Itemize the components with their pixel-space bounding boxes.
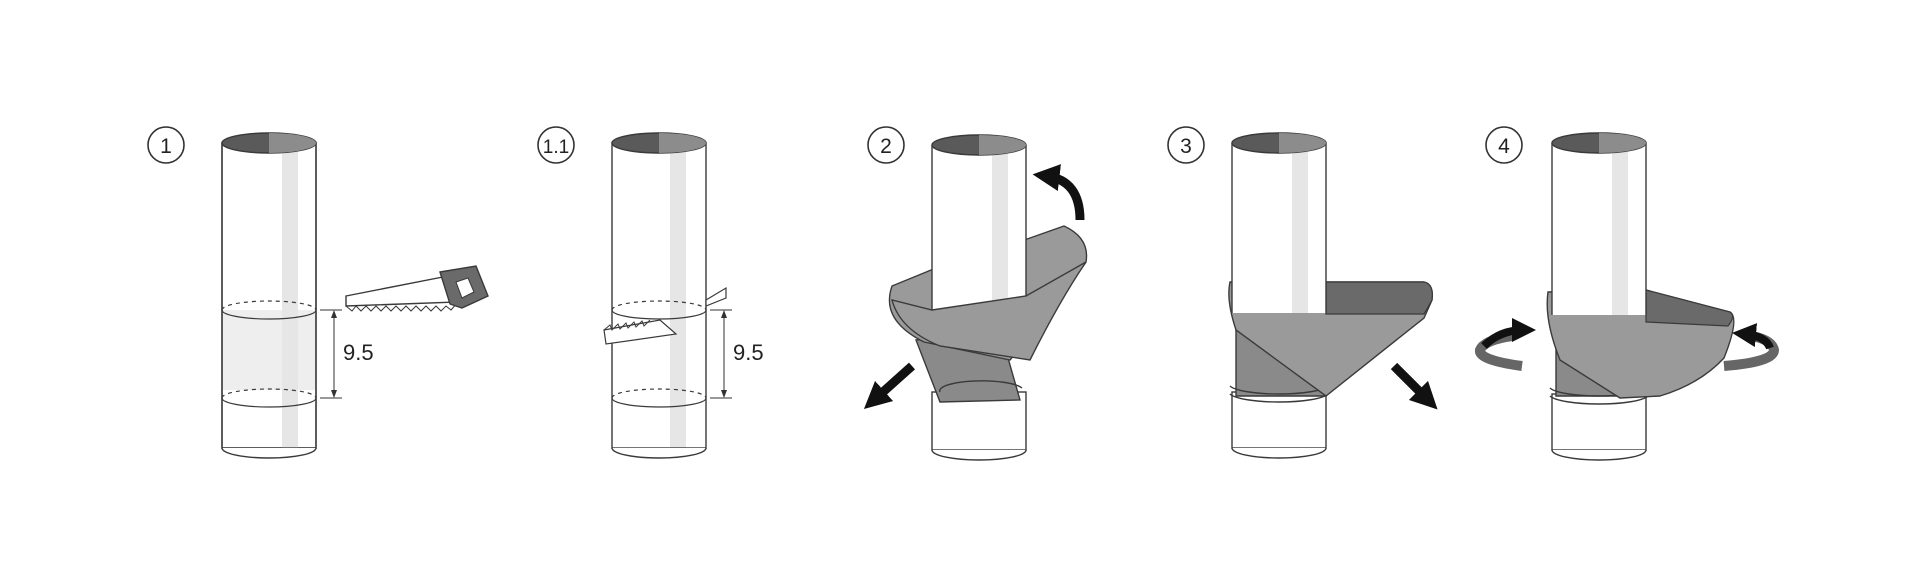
upper-pipe-3	[1231, 132, 1327, 313]
step-1: 1 9.5	[147, 126, 489, 459]
funnel-4	[1546, 289, 1735, 405]
saw-blade-icon	[603, 286, 727, 345]
step-1-1-label: 1.1	[543, 137, 569, 158]
pipe-1-1	[611, 132, 707, 459]
step-1-badge	[147, 126, 185, 164]
rotate-arrow-icon	[1032, 164, 1085, 221]
saw-icon	[345, 265, 489, 312]
step-1-label: 1	[160, 135, 172, 158]
rotate-right-arrow-icon	[1723, 323, 1780, 371]
step-3-badge	[1167, 126, 1205, 164]
upper-pipe-4	[1551, 132, 1647, 315]
push-down-arrow-icon	[863, 362, 916, 410]
step-1-1-badge	[537, 126, 575, 164]
step-4: 4	[1475, 126, 1780, 461]
dimension-1-label: 9.5	[343, 340, 374, 365]
pipe-1	[221, 132, 317, 459]
step-3-label: 3	[1180, 135, 1192, 158]
step-3: 3	[1167, 126, 1438, 459]
push-down-arrow-icon	[1390, 362, 1438, 410]
funnel-front-2	[891, 261, 1087, 361]
dimension-1: 9.5	[320, 309, 374, 399]
step-1-1: 1.1 9.5	[537, 126, 764, 459]
upper-pipe-2	[931, 134, 1027, 311]
step-2-label: 2	[880, 135, 892, 158]
dimension-1-1-label: 9.5	[733, 340, 764, 365]
step-4-badge	[1485, 126, 1523, 164]
dimension-1-1: 9.5	[710, 309, 764, 399]
step-2: 2	[863, 126, 1088, 461]
step-4-label: 4	[1498, 135, 1510, 158]
step-2-badge	[867, 126, 905, 164]
rotate-left-arrow-icon	[1475, 318, 1536, 371]
